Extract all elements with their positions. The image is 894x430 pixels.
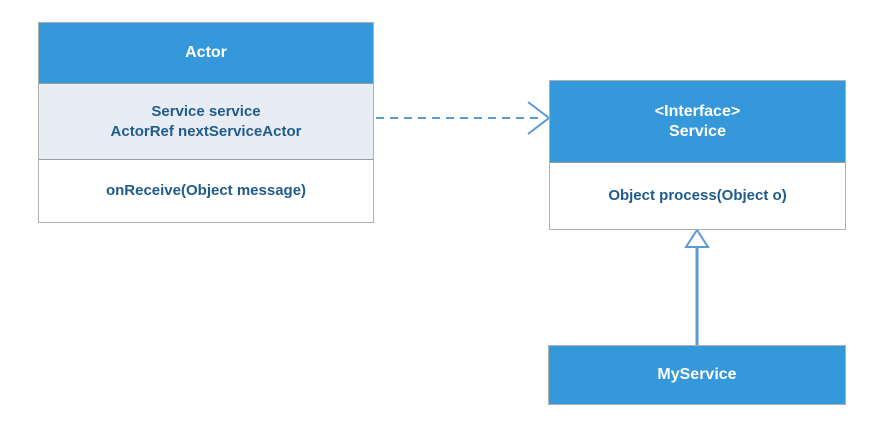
class-myservice-name: MyService	[657, 366, 737, 384]
realization-myservice-to-service	[684, 228, 710, 345]
uml-class-actor[interactable]: Actor Service service ActorRef nextServi…	[38, 22, 374, 223]
class-actor-attributes: Service service ActorRef nextServiceActo…	[39, 84, 373, 160]
class-actor-operations: onReceive(Object message)	[39, 160, 373, 222]
class-actor-name: Actor	[185, 44, 227, 62]
class-actor-operation: onReceive(Object message)	[105, 182, 307, 200]
dependency-arrowhead-open	[527, 101, 551, 135]
class-service-name: Service	[669, 122, 726, 140]
class-myservice-header: MyService	[549, 346, 845, 404]
dependency-actor-to-service	[376, 101, 551, 135]
uml-class-myservice[interactable]: MyService	[548, 345, 846, 405]
class-actor-attribute: Service service	[151, 103, 261, 120]
class-service-operations: Object process(Object o)	[550, 163, 845, 229]
class-actor-header: Actor	[39, 23, 373, 84]
class-service-operation: Object process(Object o)	[608, 187, 787, 205]
class-service-header: <Interface> Service	[550, 81, 845, 163]
class-service-stereotype: <Interface>	[654, 102, 741, 120]
uml-class-service[interactable]: <Interface> Service Object process(Objec…	[549, 80, 846, 230]
class-actor-attribute: ActorRef nextServiceActor	[110, 122, 302, 140]
realization-arrowhead-hollow-triangle	[684, 228, 710, 248]
